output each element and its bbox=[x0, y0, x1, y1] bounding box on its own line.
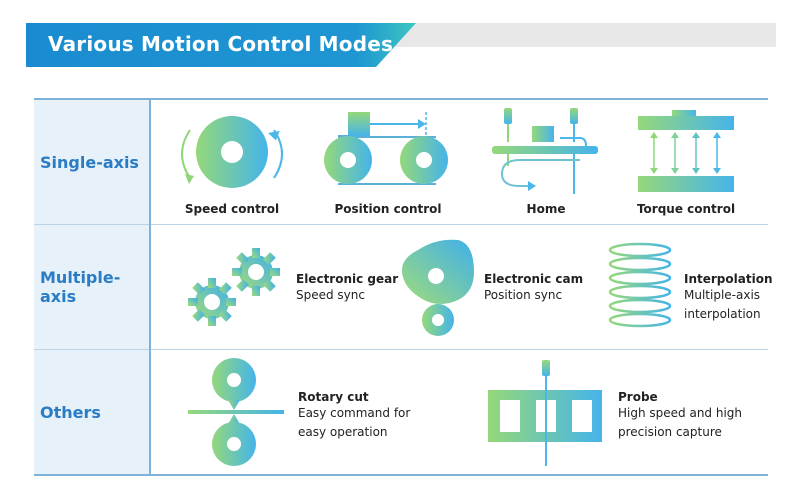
header-banner: Various Motion Control Modes bbox=[26, 23, 416, 67]
torque-control-label: Torque control bbox=[636, 202, 736, 216]
electronic-gear-icon bbox=[188, 248, 280, 326]
page-title: Various Motion Control Modes bbox=[48, 32, 394, 56]
torque-control-icon bbox=[638, 110, 734, 192]
interpolation-desc-line2: interpolation bbox=[684, 307, 761, 321]
header-banner-shape bbox=[26, 23, 416, 67]
position-control-icon bbox=[324, 112, 448, 185]
column-divider bbox=[149, 98, 151, 476]
probe-icon bbox=[488, 360, 602, 466]
table-bottom-border bbox=[34, 474, 768, 476]
row-divider bbox=[34, 224, 768, 225]
probe-title: Probe bbox=[618, 390, 658, 404]
row-label-others: Others bbox=[34, 350, 149, 474]
row-label-text: Others bbox=[40, 402, 101, 422]
interpolation-title: Interpolation bbox=[684, 272, 773, 286]
row-label-single-axis: Single-axis bbox=[34, 100, 149, 224]
home-label: Home bbox=[526, 202, 566, 216]
table-top-border bbox=[34, 98, 768, 100]
electronic-cam-icon bbox=[402, 239, 474, 336]
row-label-text: Multiple-axis bbox=[40, 268, 121, 306]
speed-control-label: Speed control bbox=[184, 202, 280, 216]
electronic-cam-desc: Position sync bbox=[484, 288, 563, 302]
rotary-cut-desc-line2: easy operation bbox=[298, 425, 388, 439]
interpolation-desc-line1: Multiple-axis bbox=[684, 288, 761, 302]
row-label-multiple-axis: Multiple-axis bbox=[34, 225, 149, 349]
position-control-label: Position control bbox=[334, 202, 442, 216]
probe-desc-line2: precision capture bbox=[618, 425, 722, 439]
rotary-cut-desc-line1: Easy command for bbox=[298, 406, 411, 420]
rotary-cut-icon bbox=[188, 358, 284, 466]
modes-table: Single-axis Multiple-axis Others bbox=[34, 98, 768, 476]
row-label-text: Single-axis bbox=[40, 152, 139, 172]
row-divider bbox=[34, 349, 768, 350]
speed-control-icon bbox=[181, 116, 283, 188]
probe-desc-line1: High speed and high bbox=[618, 406, 743, 420]
rotary-cut-title: Rotary cut bbox=[298, 390, 369, 404]
electronic-cam-title: Electronic cam bbox=[484, 272, 584, 286]
interpolation-icon bbox=[608, 242, 672, 328]
home-icon bbox=[492, 108, 598, 194]
electronic-gear-title: Electronic gear bbox=[296, 272, 399, 286]
electronic-gear-desc: Speed sync bbox=[296, 288, 365, 302]
